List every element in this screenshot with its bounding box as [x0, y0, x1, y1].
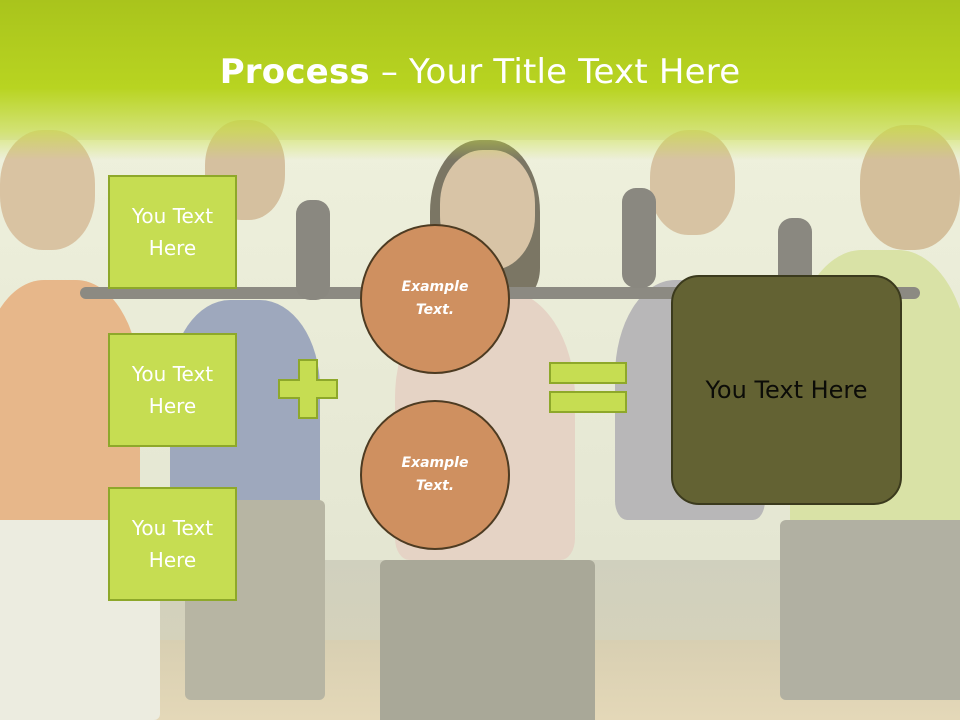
example-circle-1: Example Text.: [360, 224, 510, 374]
circle-line: Example: [401, 455, 469, 471]
header-band: [0, 0, 960, 160]
person-legs: [780, 520, 960, 700]
weight-plate: [296, 200, 330, 300]
slide-title: Process – Your Title Text Here: [0, 52, 960, 92]
text-box-line: Here: [148, 548, 197, 572]
example-circle-2: Example Text.: [360, 400, 510, 550]
weight-plate: [622, 188, 656, 288]
title-rest: – Your Title Text Here: [369, 52, 741, 92]
text-box-2: You Text Here: [108, 333, 237, 447]
text-box-1: You Text Here: [108, 175, 237, 289]
person-legs: [380, 560, 595, 720]
circle-line: Example: [401, 279, 469, 295]
text-box-line: You Text: [131, 516, 214, 540]
circle-line: Text.: [415, 478, 455, 494]
text-box-line: You Text: [131, 362, 214, 386]
equals-icon-bottom-bar: [549, 391, 627, 413]
circle-line: Text.: [415, 302, 455, 318]
text-box-3: You Text Here: [108, 487, 237, 601]
plus-icon: [278, 359, 338, 419]
text-box-line: You Text: [131, 204, 214, 228]
result-box: You Text Here: [671, 275, 902, 505]
result-text: You Text Here: [705, 376, 868, 404]
text-box-line: Here: [148, 236, 197, 260]
text-box-line: Here: [148, 394, 197, 418]
equals-icon-top-bar: [549, 362, 627, 384]
title-bold: Process: [219, 52, 370, 92]
